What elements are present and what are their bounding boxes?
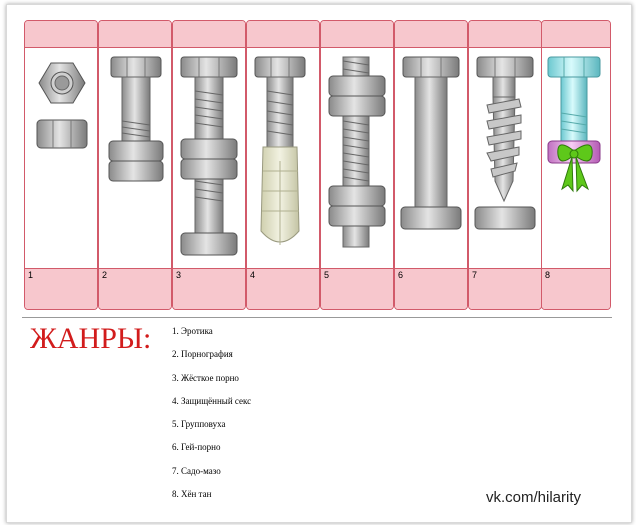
source-credit: vk.com/hilarity	[486, 489, 582, 506]
panel-top-band	[25, 21, 97, 48]
drill-screw-illustration	[474, 56, 536, 230]
panel-number: 8	[545, 270, 551, 280]
panel-bottom-band	[99, 268, 171, 309]
list-item: 6. Гей-порно	[172, 442, 221, 453]
panel-top-band	[173, 21, 245, 48]
panel-number: 5	[324, 270, 330, 280]
panel-top-band	[395, 21, 467, 48]
panel-top-band	[542, 21, 610, 48]
panel-top-band	[247, 21, 319, 48]
list-item: 5. Групповуха	[172, 419, 226, 430]
panel-bottom-band	[395, 268, 467, 309]
panel-6: 6	[394, 20, 468, 310]
list-item: 7. Садо-мазо	[172, 465, 221, 476]
bolt-illustration	[400, 56, 462, 230]
panel-number: 2	[102, 270, 108, 280]
genres-heading: ЖАНРЫ:	[30, 322, 152, 355]
panel-4: 4	[246, 20, 320, 310]
panel-number: 3	[176, 270, 182, 280]
panel-2: 2	[98, 20, 172, 310]
panel-3: 3	[172, 20, 246, 310]
panel-bottom-band	[469, 268, 541, 309]
panel-bottom-band	[247, 268, 319, 309]
bolt-with-plug-illustration	[254, 56, 306, 245]
panel-5: 5	[320, 20, 394, 310]
panel-top-band	[321, 21, 393, 48]
blue-bolt-bow-illustration	[547, 56, 601, 193]
panel-number: 1	[28, 270, 34, 280]
panel-top-band	[99, 21, 171, 48]
list-item: 1. Эротика	[172, 326, 213, 336]
list-item: 4. Защищённый секс	[172, 395, 252, 406]
bolt-illustration	[108, 56, 164, 182]
panel-number: 4	[250, 270, 256, 280]
panel-bottom-band	[173, 268, 245, 309]
list-item: 8. Хён тан	[172, 489, 212, 500]
panel-bottom-band	[25, 268, 97, 309]
panel-7: 7	[468, 20, 542, 310]
genres-list: 1. Эротика 2. Порнография 3. Жёсткое пор…	[172, 325, 251, 511]
divider-line	[22, 317, 612, 318]
panel-8: 8	[541, 20, 611, 310]
bolt-illustration	[180, 56, 238, 256]
panel-number: 6	[398, 270, 404, 280]
panel-bottom-band	[321, 268, 393, 309]
list-item: 3. Жёсткое порно	[172, 372, 239, 383]
threaded-rod-illustration	[328, 56, 386, 248]
list-item: 2. Порнография	[172, 349, 233, 360]
nut-illustration	[36, 62, 88, 149]
panel-bottom-band	[542, 268, 610, 309]
panel-1: 1	[24, 20, 98, 310]
panel-top-band	[469, 21, 541, 48]
panel-number: 7	[472, 270, 478, 280]
